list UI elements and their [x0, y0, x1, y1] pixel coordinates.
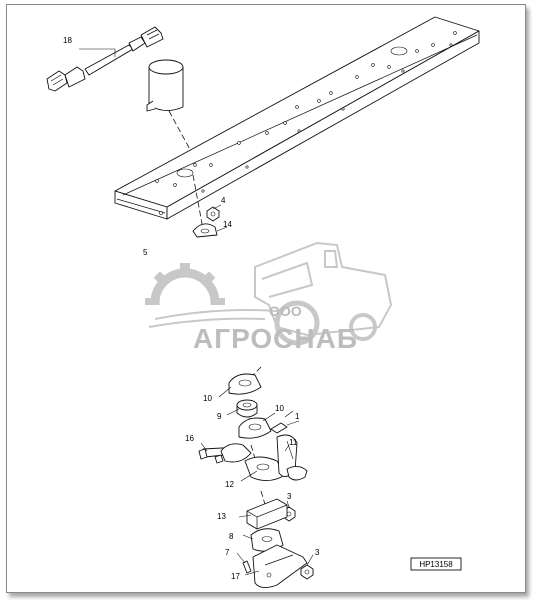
paddle-17 [252, 544, 308, 588]
watermark-logo: ООО АГРОСНАБ [145, 241, 393, 354]
callout-13: 13 [217, 512, 226, 521]
callout-3-lower: 3 [315, 548, 320, 557]
callout-4: 4 [221, 196, 226, 205]
callout-14: 14 [223, 220, 232, 229]
leader-lines [200, 204, 314, 576]
bracket-10-lower [238, 417, 272, 439]
reference-code: HP13158 [419, 560, 453, 569]
bushing-9 [236, 399, 258, 418]
combine-harvester-icon [254, 241, 393, 346]
nut-3-lower [300, 564, 314, 580]
sensor-cylinder [146, 59, 194, 156]
callout-10-lower: 10 [275, 404, 284, 413]
callout-1: 1 [295, 412, 300, 421]
frame-beam [114, 16, 480, 230]
watermark-line2: АГРОСНАБ [193, 323, 358, 354]
clamp-14 [192, 223, 218, 238]
callout-11: 11 [289, 438, 298, 447]
callout-16: 16 [185, 434, 194, 443]
callout-12: 12 [225, 480, 234, 489]
watermark-line1: ООО [269, 303, 302, 319]
callout-17: 17 [231, 572, 240, 581]
callout-10-upper: 10 [203, 394, 212, 403]
reference-box: HP13158 [410, 557, 462, 571]
lower-assembly [198, 366, 314, 588]
wire-harness [46, 26, 164, 92]
pin-7 [242, 560, 252, 574]
callout-5: 5 [143, 248, 148, 257]
bolt-1 [270, 410, 294, 434]
callouts: 18 4 14 5 10 9 10 1 16 11 12 3 13 8 7 3 … [63, 36, 320, 581]
callout-9: 9 [217, 412, 222, 421]
diagram-frame: ООО АГРОСНАБ [6, 4, 526, 593]
block-13 [246, 498, 288, 530]
callout-7: 7 [225, 548, 230, 557]
callout-18: 18 [63, 36, 72, 45]
callout-8: 8 [229, 532, 234, 541]
parts-diagram: ООО АГРОСНАБ [46, 16, 480, 588]
nut-4 [206, 206, 220, 222]
yoke-12 [220, 443, 286, 481]
callout-3-upper: 3 [287, 492, 292, 501]
bracket-10-upper [228, 373, 262, 395]
bracket-11 [276, 434, 308, 481]
